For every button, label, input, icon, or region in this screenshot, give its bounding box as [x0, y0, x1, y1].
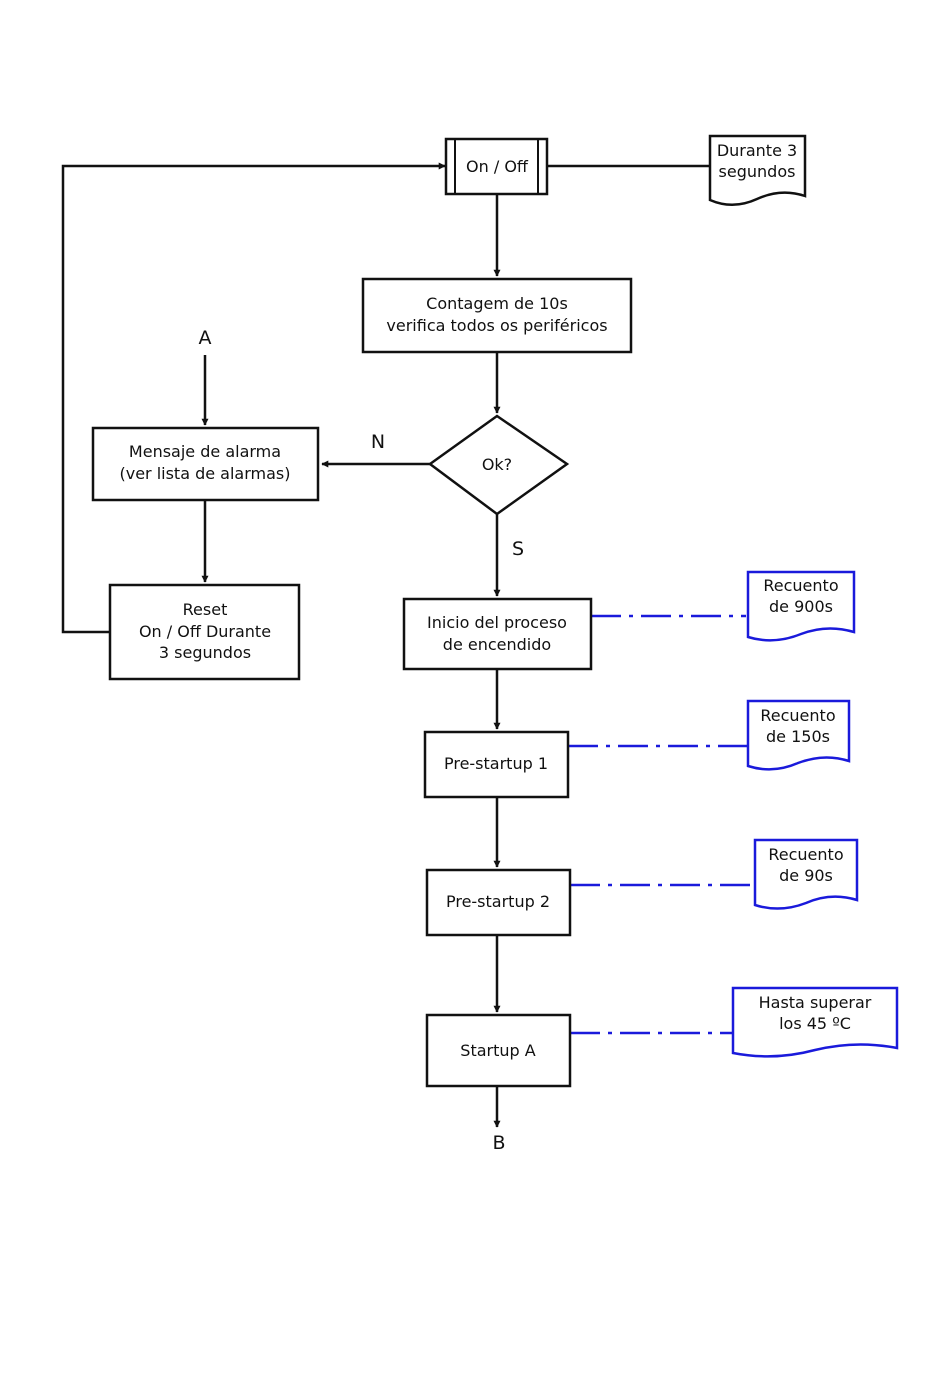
- note-prestartup2-count: Recuento de 90s: [753, 838, 859, 910]
- note-prestartup1-line-1: Recuento: [760, 706, 835, 725]
- reset-line-1: Reset: [183, 600, 228, 619]
- note-onoff-line-1: Durante 3: [717, 141, 797, 160]
- ignition-line-2: de encendido: [443, 635, 551, 654]
- prestartup1-label: Pre-startup 1: [444, 754, 548, 773]
- node-pre-startup-1: Pre-startup 1: [423, 730, 570, 799]
- note-prestartup2-line-1: Recuento: [768, 845, 843, 864]
- decision-label: Ok?: [482, 455, 512, 474]
- edge-reset-loop-to-onoff: [61, 162, 446, 634]
- count-line-1: Contagem de 10s: [426, 294, 568, 313]
- note-ignition-count: Recuento de 900s: [746, 570, 856, 642]
- note-ignition-line-2: de 900s: [769, 597, 833, 616]
- edge-label-no: N: [371, 431, 385, 453]
- note-prestartup1-count: Recuento de 150s: [746, 699, 851, 771]
- note-startupa-line-2: los 45 ºC: [779, 1014, 851, 1033]
- count-line-2: verifica todos os periféricos: [386, 316, 607, 335]
- edges: [61, 162, 710, 1128]
- alarm-line-2: (ver lista de alarmas): [119, 464, 290, 483]
- ignition-line-1: Inicio del proceso: [427, 613, 567, 632]
- note-startupa-line-1: Hasta superar: [759, 993, 872, 1012]
- node-ignition-start: Inicio del proceso de encendido: [402, 597, 593, 671]
- node-startup-a: Startup A: [425, 1013, 572, 1088]
- on-off-label: On / Off: [466, 157, 529, 176]
- prestartup2-label: Pre-startup 2: [446, 892, 550, 911]
- note-startupa-temperature: Hasta superar los 45 ºC: [731, 986, 899, 1058]
- reset-line-2: On / Off Durante: [139, 622, 271, 641]
- note-prestartup2-line-2: de 90s: [779, 866, 833, 885]
- connector-b: B: [492, 1132, 505, 1154]
- alarm-line-1: Mensaje de alarma: [129, 442, 281, 461]
- note-on-off-duration: Durante 3 segundos: [708, 134, 807, 206]
- note-onoff-line-2: segundos: [719, 162, 796, 181]
- node-decision-ok: Ok?: [427, 414, 570, 516]
- node-count-check: Contagem de 10s verifica todos os perifé…: [361, 277, 633, 354]
- annotation-links: [568, 614, 755, 1035]
- note-prestartup1-line-2: de 150s: [766, 727, 830, 746]
- note-ignition-line-1: Recuento: [763, 576, 838, 595]
- edge-label-yes: S: [512, 538, 524, 560]
- node-on-off: On / Off: [444, 137, 549, 196]
- node-alarm-message: Mensaje de alarma (ver lista de alarmas): [91, 426, 320, 502]
- node-reset: Reset On / Off Durante 3 segundos: [108, 583, 301, 681]
- startupa-label: Startup A: [460, 1041, 535, 1060]
- node-pre-startup-2: Pre-startup 2: [425, 868, 572, 937]
- reset-line-3: 3 segundos: [159, 643, 251, 662]
- connector-a: A: [199, 327, 212, 349]
